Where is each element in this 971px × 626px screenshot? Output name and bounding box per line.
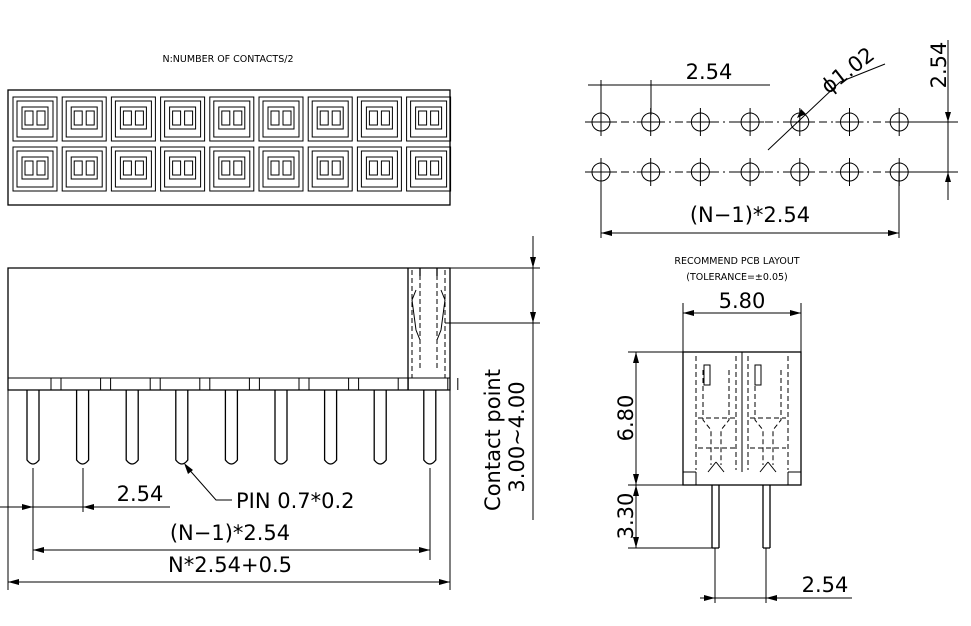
- contact-cell: [160, 96, 206, 142]
- front-pin: [323, 378, 360, 465]
- contact-point-label: Contact point: [481, 369, 505, 511]
- contact-cell: [209, 146, 255, 192]
- pcb-span-label: (N−1)*2.54: [690, 203, 810, 227]
- pcb-pitch-label: 2.54: [686, 60, 733, 84]
- contact-cell: [209, 96, 255, 142]
- front-pin: [26, 378, 62, 465]
- front-span-label: (N−1)*2.54: [170, 521, 290, 545]
- contact-cell: [258, 146, 304, 192]
- front-pin: [373, 378, 409, 465]
- contact-cell: [356, 146, 402, 192]
- pcb-hole: [885, 108, 914, 136]
- contact-cell: [258, 96, 304, 142]
- contact-cell: [110, 96, 156, 142]
- contact-range-label: 3.00~4.00: [505, 381, 529, 492]
- contact-cell: [307, 146, 353, 192]
- side-pitch-label: 2.54: [802, 573, 849, 597]
- contact-cell: [61, 146, 107, 192]
- contact-cell: [356, 96, 402, 142]
- tolerance-label: (TOLERANCE=±0.05): [686, 272, 788, 283]
- front-pins: [26, 378, 459, 465]
- front-body: [7, 267, 451, 391]
- number-note: N:NUMBER OF CONTACTS/2: [163, 54, 294, 65]
- side-view: RECOMMEND PCB LAYOUT (TOLERANCE=±0.05) 5…: [614, 256, 852, 603]
- front-pin: [175, 378, 211, 465]
- height-680-label: 6.80: [614, 395, 638, 442]
- contact-cell: [61, 96, 107, 142]
- front-pin: [274, 378, 310, 465]
- contact-cell: [12, 96, 58, 142]
- contact-cell: [12, 146, 58, 192]
- row-pitch-label: 2.54: [927, 42, 951, 89]
- front-pin: [224, 378, 260, 465]
- contact-cell: [307, 96, 353, 142]
- height-330-label: 3.30: [614, 493, 638, 540]
- front-pin: [75, 378, 112, 465]
- contact-cells: [12, 96, 452, 192]
- front-pin: [125, 378, 161, 465]
- pin-spec-label: PIN 0.7*0.2: [236, 489, 355, 513]
- contact-cell: [160, 146, 206, 192]
- recommend-layout-label: RECOMMEND PCB LAYOUT: [674, 256, 799, 267]
- width-580-label: 5.80: [719, 289, 766, 313]
- front-view: Contact point 3.00~4.00 PIN 0.7*0.2 2.54…: [0, 236, 540, 590]
- contact-cell: [406, 96, 452, 142]
- front-pitch-label: 2.54: [117, 482, 164, 506]
- total-length-label: N*2.54+0.5: [168, 553, 292, 577]
- front-pin: [423, 378, 459, 465]
- pcb-hole-pattern: 2.54 ϕ1.02 2.54 (N−1)*2.54: [585, 40, 958, 238]
- top-view: N:NUMBER OF CONTACTS/2: [7, 54, 452, 206]
- contact-cell: [406, 146, 452, 192]
- contact-cell: [110, 146, 156, 192]
